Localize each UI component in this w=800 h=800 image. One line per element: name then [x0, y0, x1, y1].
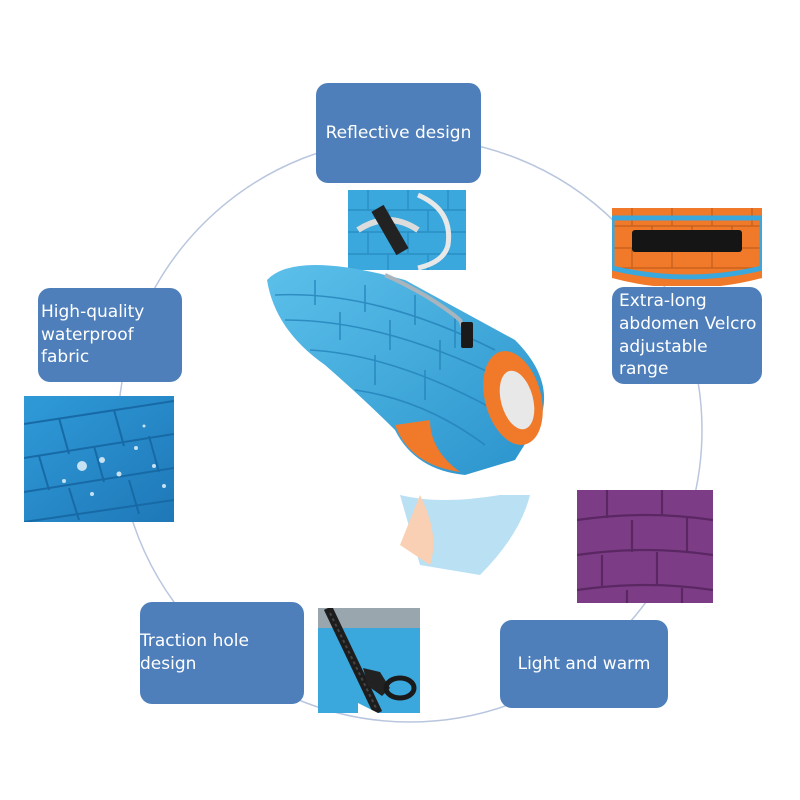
- waterproof-fabric-photo: [24, 396, 174, 522]
- label-velcro-text: Extra-long abdomen Velcro adjustable ran…: [619, 290, 757, 380]
- vest-reflection: [380, 495, 550, 575]
- label-waterproof-fabric: High-quality waterproof fabric: [38, 288, 182, 382]
- zipper-traction-photo: [318, 608, 420, 713]
- label-traction-text: Traction hole design: [140, 631, 249, 674]
- label-traction-hole: Traction hole design: [140, 602, 304, 704]
- label-reflective-design: Reflective design: [316, 83, 481, 183]
- label-waterproof-text: High-quality waterproof fabric: [41, 301, 145, 368]
- label-reflective-text: Reflective design: [325, 122, 472, 143]
- dog-vest-product-photo: [255, 250, 555, 490]
- label-light-warm-text: Light and warm: [517, 653, 651, 674]
- reflective-strip-photo: [348, 190, 466, 270]
- label-velcro-range: Extra-long abdomen Velcro adjustable ran…: [612, 287, 762, 384]
- velcro-strap-photo: [612, 208, 762, 286]
- warm-quilted-fabric-photo: [577, 490, 713, 603]
- label-light-warm: Light and warm: [500, 620, 668, 708]
